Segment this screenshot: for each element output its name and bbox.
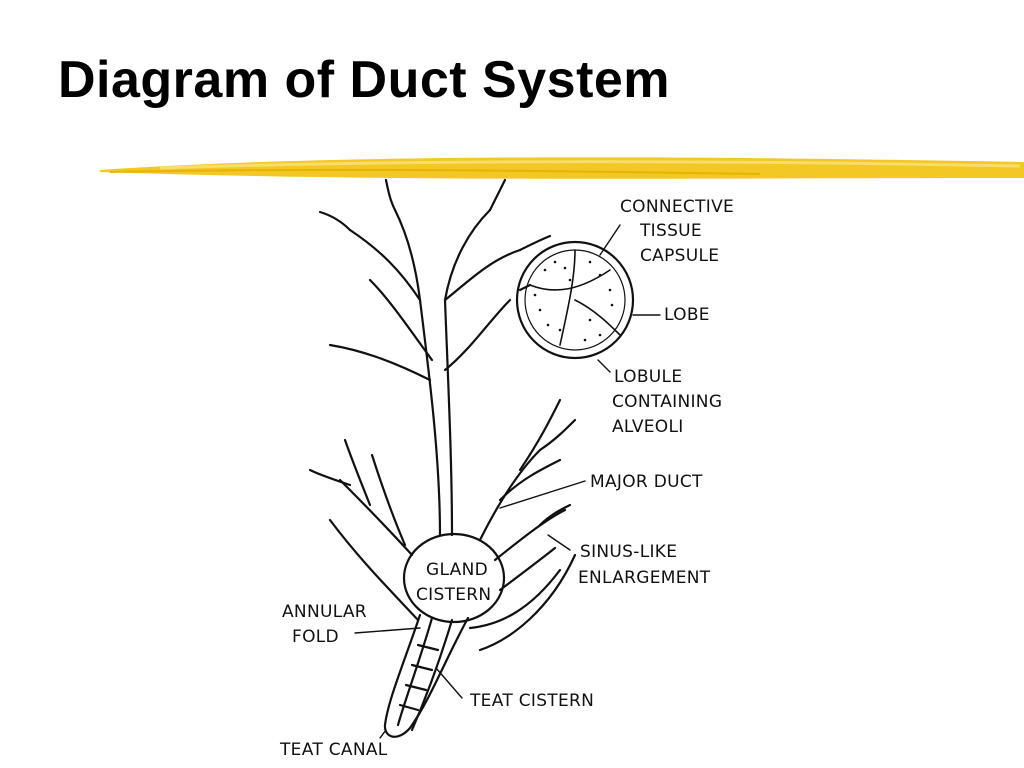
lobe-shape [515, 240, 635, 360]
teat-outline [383, 613, 470, 738]
label-sinus-like: SINUS-LIKE [580, 542, 677, 562]
label-alveoli: ALVEOLI [612, 417, 684, 437]
label-fold: FOLD [292, 627, 339, 647]
slide-title: Diagram of Duct System [58, 51, 671, 109]
label-lobule: LOBULE [614, 367, 682, 387]
label-teat-canal: TEAT CANAL [279, 740, 388, 760]
label-lobe: LOBE [664, 305, 710, 325]
label-enlargement: ENLARGEMENT [578, 568, 711, 588]
label-cistern: CISTERN [416, 585, 491, 605]
label-annular: ANNULAR [282, 602, 367, 622]
label-teat-cistern: TEAT CISTERN [469, 691, 594, 711]
major-duct [393, 208, 442, 537]
title-underline-stroke [100, 157, 1024, 179]
lobe-texture [533, 260, 614, 342]
label-capsule: CAPSULE [640, 246, 719, 266]
label-gland: GLAND [426, 560, 488, 580]
gland-cistern-shape [402, 532, 506, 624]
label-containing: CONTAINING [612, 392, 722, 412]
label-major-duct: MAJOR DUCT [590, 472, 703, 492]
label-connective: CONNECTIVE [620, 197, 734, 217]
label-tissue: TISSUE [639, 221, 702, 241]
